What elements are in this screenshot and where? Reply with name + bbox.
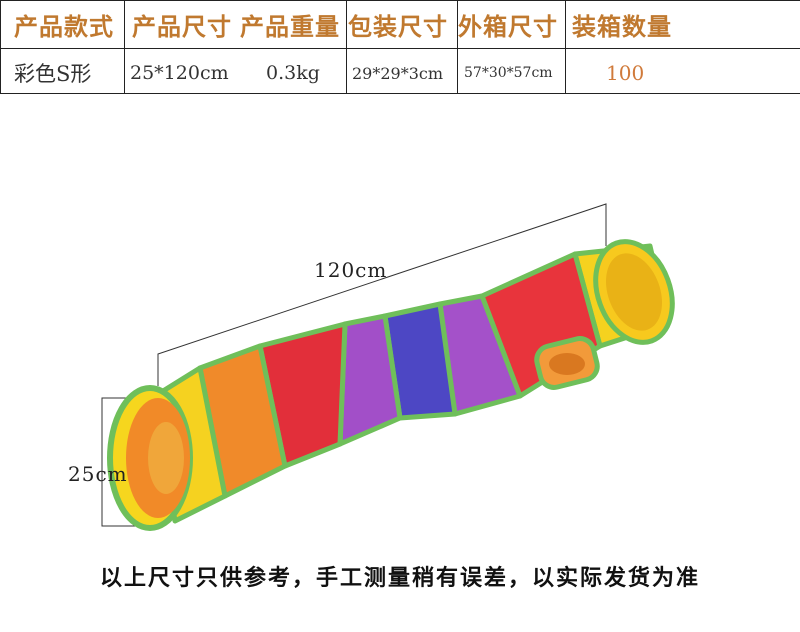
table-column-divider <box>457 0 458 94</box>
table-bottom-border <box>0 93 800 94</box>
header-size: 产品尺寸 <box>132 11 232 41</box>
product-figure: 120cm 25cm <box>0 196 800 536</box>
cell-carton: 57*30*57cm <box>464 65 553 81</box>
tunnel-far-inner <box>605 253 663 331</box>
tunnel-near-inner-light <box>148 422 184 494</box>
table-column-divider <box>346 0 347 94</box>
length-dimension-line <box>157 203 607 386</box>
table-column-divider <box>565 0 566 94</box>
cat-tunnel-illustration <box>101 203 675 531</box>
table-column-divider <box>124 0 125 94</box>
header-weight: 产品重量 <box>240 11 340 41</box>
cell-package: 29*29*3cm <box>352 63 444 83</box>
table-border <box>0 0 1 94</box>
cell-weight: 0.3kg <box>266 62 320 84</box>
diameter-label: 25cm <box>68 462 128 486</box>
table-top-border <box>0 0 800 1</box>
header-package: 包装尺寸 <box>348 11 448 41</box>
cell-quantity: 100 <box>606 61 645 85</box>
disclaimer-text: 以上尺寸只供参考，手工测量稍有误差，以实际发货为准 <box>99 565 700 591</box>
table-header-divider <box>0 48 800 49</box>
header-style: 产品款式 <box>14 11 114 41</box>
tunnel-body <box>152 243 671 524</box>
length-label: 120cm <box>314 258 388 282</box>
tunnel-window-inner <box>549 353 585 375</box>
cell-size: 25*120cm <box>130 62 229 84</box>
cell-style: 彩色S形 <box>14 62 92 86</box>
spec-table: 产品款式 产品尺寸 产品重量 包装尺寸 外箱尺寸 装箱数量 彩色S形 25*12… <box>0 0 800 94</box>
header-quantity: 装箱数量 <box>572 11 672 41</box>
header-carton: 外箱尺寸 <box>458 11 558 41</box>
